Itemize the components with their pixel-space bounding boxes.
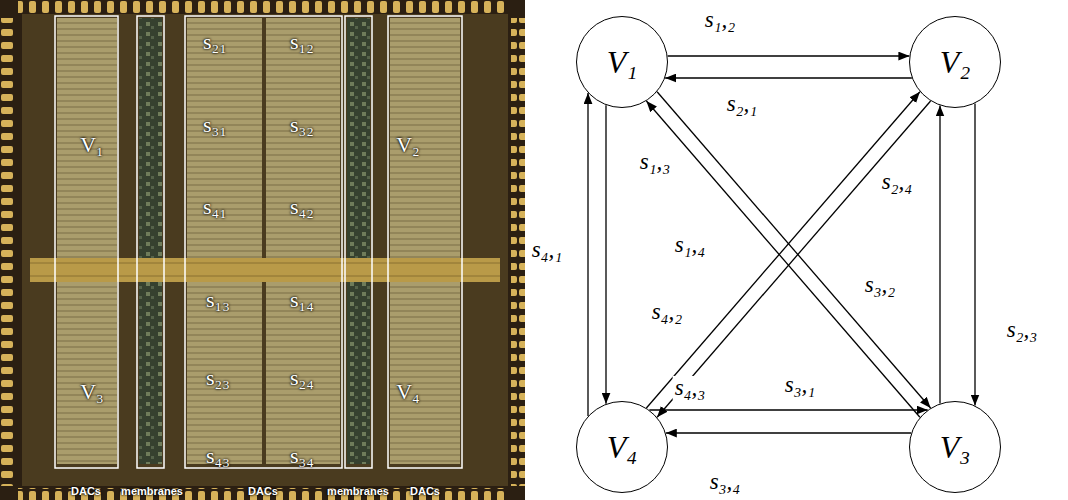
node-label: V₂: [940, 46, 971, 78]
transition-arrow: [939, 105, 940, 403]
pin-row: [511, 18, 525, 486]
state-circle: V₁: [576, 16, 668, 108]
edge-label: s₁,₂: [703, 8, 738, 32]
node-label: V₁: [607, 46, 638, 78]
part-label: V₂: [396, 134, 420, 156]
dac-array: [390, 18, 460, 464]
part-label: s₄₃: [206, 445, 230, 467]
transition-arrow: [666, 432, 911, 433]
transition-arrow: [657, 92, 931, 408]
dac-array: [187, 18, 262, 464]
transition-arrow: [646, 92, 920, 408]
region-label: DACs: [71, 486, 101, 497]
edge-label: s₃,₄: [708, 470, 743, 494]
part-label: s₃₄: [290, 445, 314, 467]
part-label: s₃₁: [203, 114, 227, 136]
die: [22, 14, 508, 486]
dac-array: [266, 18, 340, 464]
part-label: s₂₁: [203, 31, 227, 53]
state-circle: V₂: [909, 16, 1001, 108]
edge-label: s₂,₁: [725, 92, 760, 116]
pin-row: [18, 0, 510, 14]
bus-line: [30, 276, 500, 277]
bus-line: [30, 263, 500, 264]
region-outline: [345, 16, 372, 468]
part-label: V₄: [396, 381, 420, 403]
transition-arrow: [649, 409, 927, 410]
edge-label: s₃,₁: [783, 373, 818, 397]
part-label: s₂₃: [206, 367, 230, 389]
edge-label: s₂,₃: [1005, 318, 1040, 342]
central-bus: [30, 258, 500, 282]
part-label: s₁₂: [290, 31, 314, 53]
edge-label: s₃,₂: [863, 273, 898, 297]
transition-arrow: [646, 101, 920, 417]
region-outline: [137, 16, 164, 468]
region-label: membranes: [327, 486, 389, 497]
part-label: s₂₄: [290, 367, 314, 389]
state-circle: V₄: [576, 401, 668, 493]
edge-label: s₁,₃: [638, 150, 673, 174]
region-outline: [388, 16, 462, 468]
region-outline: [185, 16, 342, 468]
part-label: V₁: [80, 134, 104, 156]
pin-row: [0, 18, 14, 486]
transition-arrow: [587, 93, 588, 416]
region-outline: [55, 16, 118, 468]
chip-photo: [0, 0, 525, 500]
membrane-array: [347, 18, 370, 464]
edge-label: s₁,₄: [673, 233, 708, 257]
part-label: V₃: [80, 381, 104, 403]
region-label: membranes: [121, 486, 183, 497]
part-label: s₃₂: [290, 114, 314, 136]
transition-arrow: [657, 101, 931, 417]
region-label: DACs: [248, 486, 278, 497]
state-circle: V₃: [909, 401, 1001, 493]
node-label: V₄: [607, 431, 638, 463]
dac-array: [57, 18, 117, 464]
package-ground: [0, 0, 525, 500]
transition-arrow: [974, 103, 975, 405]
membrane-array: [139, 18, 162, 464]
edge-label: s₄,₁: [530, 238, 565, 262]
edge-label: s₄,₂: [650, 300, 685, 324]
part-label: s₄₂: [290, 196, 314, 218]
transition-arrow: [605, 105, 606, 404]
transition-arrow: [668, 55, 910, 56]
transition-arrow: [665, 77, 912, 78]
part-label: s₄₁: [203, 196, 227, 218]
edge-label: s₂,₄: [880, 170, 915, 194]
edge-label: s₄,₃: [673, 376, 708, 400]
node-label: V₃: [940, 431, 971, 463]
part-label: s₁₃: [206, 289, 230, 311]
region-label: DACs: [410, 486, 440, 497]
part-label: s₁₄: [290, 289, 314, 311]
